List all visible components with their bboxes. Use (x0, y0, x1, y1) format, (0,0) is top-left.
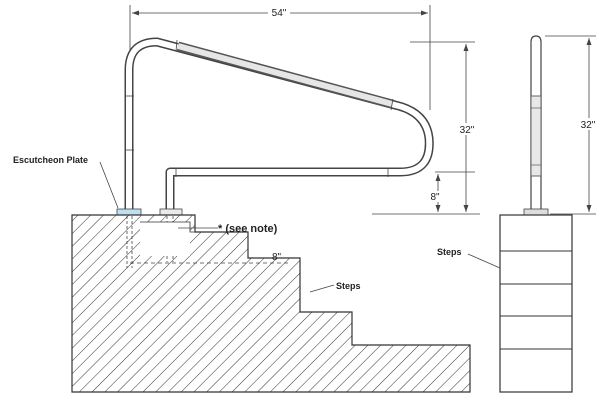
side-view: 32" (499, 35, 598, 393)
steps-main-label: Steps (336, 281, 361, 291)
step-offset-label: 8" (272, 252, 282, 263)
steps-callout-main: Steps (309, 281, 361, 293)
see-note-label: * (see note) (218, 223, 278, 235)
height-dimension: 32" 8" (372, 41, 480, 215)
escutcheon-plate-label: Escutcheon Plate (13, 155, 88, 165)
escutcheon-plate (116, 208, 142, 216)
handrail (116, 37, 434, 268)
escutcheon-callout: Escutcheon Plate (13, 155, 119, 209)
step-offset-dimension: 8" (130, 252, 290, 264)
steps-block (71, 214, 471, 393)
steps-side-label: Steps (437, 247, 462, 257)
steps-callout-side: Steps (437, 247, 501, 269)
side-height-label: 32" (581, 120, 596, 131)
width-label: 54" (272, 8, 287, 19)
width-dimension: 54" (129, 5, 431, 110)
lower-height-label: 8" (430, 192, 440, 203)
height-label: 32" (460, 125, 475, 136)
see-note: * (see note) (178, 223, 278, 235)
